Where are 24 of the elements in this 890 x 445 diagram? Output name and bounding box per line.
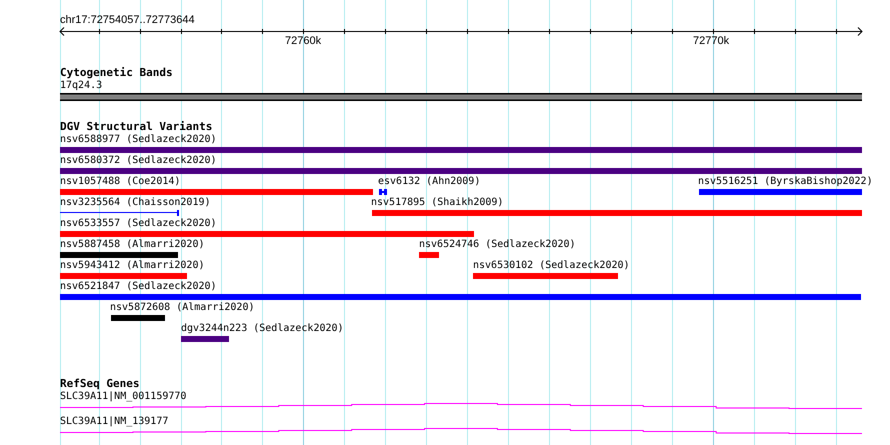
variant-label: dgv3244n223 (Sedlazeck2020) <box>181 323 344 334</box>
track-title: RefSeq Genes <box>60 378 140 390</box>
transcript-label: SLC39A11|NM_001159770 <box>60 391 186 402</box>
variant-label: nsv5887458 (Almarri2020) <box>60 239 204 250</box>
transcript-label: SLC39A11|NM_139177 <box>60 416 168 427</box>
variant-label: nsv5872608 (Almarri2020) <box>110 302 254 313</box>
variant-label: esv6132 (Ahn2009) <box>378 176 480 187</box>
tick-label: 72770k <box>693 35 730 47</box>
track-title: DGV Structural Variants <box>60 121 212 133</box>
coordinate-range: chr17:72754057..72773644 <box>60 14 195 26</box>
variant-label: nsv6530102 (Sedlazeck2020) <box>473 260 630 271</box>
variant-label: nsv6521847 (Sedlazeck2020) <box>60 281 217 292</box>
variant-label: nsv6533557 (Sedlazeck2020) <box>60 218 217 229</box>
band-label: 17q24.3 <box>60 80 102 91</box>
variant-label: nsv3235564 (Chaisson2019) <box>60 197 211 208</box>
variant-label: nsv5516251 (ByrskaBishop2022) <box>698 176 873 187</box>
variant-label: nsv6580372 (Sedlazeck2020) <box>60 155 217 166</box>
variant-label: nsv1057488 (Coe2014) <box>60 176 180 187</box>
variant-label: nsv517895 (Shaikh2009) <box>371 197 504 208</box>
variant-label: nsv6588977 (Sedlazeck2020) <box>60 134 217 145</box>
tick-label: 72760k <box>285 35 322 47</box>
variant-label: nsv6524746 (Sedlazeck2020) <box>419 239 576 250</box>
variant-label: nsv5943412 (Almarri2020) <box>60 260 204 271</box>
track-title: Cytogenetic Bands <box>60 67 173 79</box>
